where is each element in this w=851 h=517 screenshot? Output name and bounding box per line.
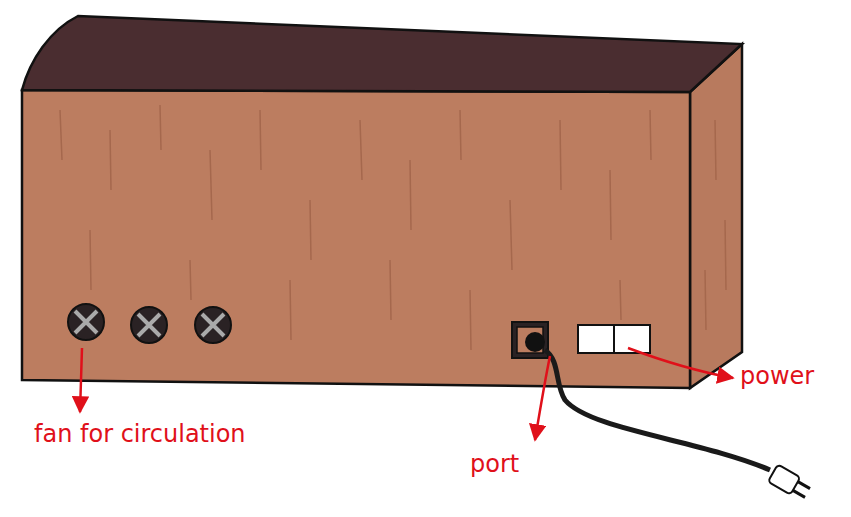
box-top	[22, 16, 742, 92]
port-socket	[512, 322, 548, 358]
callout-label: power	[740, 362, 814, 391]
box-front	[22, 90, 690, 388]
leader-arrow	[535, 356, 550, 440]
leader-arrow	[80, 348, 82, 412]
port-plug	[525, 332, 545, 352]
wood-grain	[60, 105, 726, 350]
plug	[768, 464, 813, 501]
box-side	[690, 44, 742, 388]
power-cable	[545, 350, 770, 470]
callout-label: fan for circulation	[34, 420, 246, 449]
power-switch	[578, 325, 650, 353]
fan-group	[68, 304, 231, 343]
leader-arrow	[628, 348, 733, 378]
callout-label: port	[470, 450, 519, 479]
